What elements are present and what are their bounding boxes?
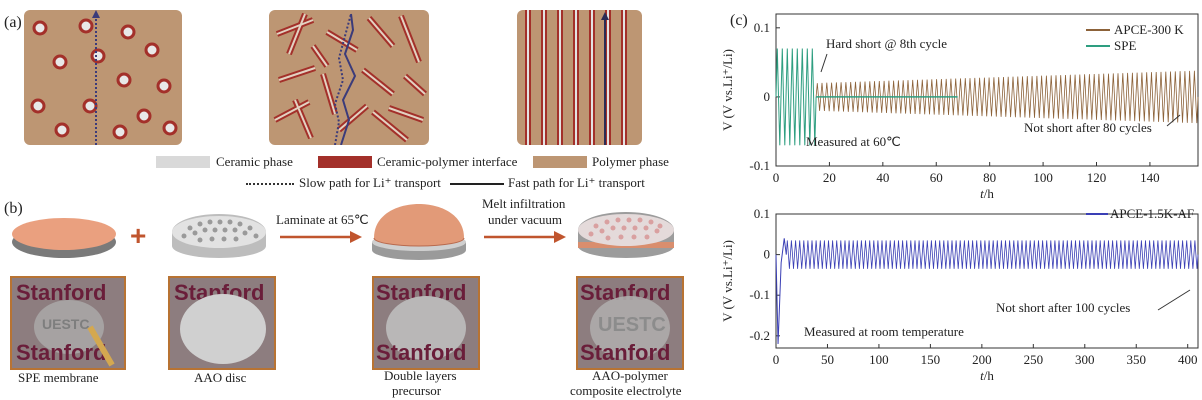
schematic-aligned-channels (517, 10, 642, 145)
legend-slow-path-line (246, 183, 294, 185)
photo-comp-watermark-mid: UESTC (598, 314, 666, 336)
step-melt-label-1: Melt infiltration (482, 196, 566, 211)
legend-slow-path-label: Slow path for Li⁺ transport (299, 175, 441, 190)
caption-spe: SPE membrane (18, 370, 99, 385)
photo-spe-membrane: Stanford UESTC Stanford (10, 276, 126, 370)
step-laminate-label: Laminate at 65℃ (276, 212, 369, 227)
bottom-chart-xtick-label: 350 (1126, 352, 1146, 367)
top-chart-xtick-label: 140 (1140, 170, 1160, 185)
step-melt-label-2: under vacuum (488, 212, 563, 227)
photo-watermark-mid: UESTC (42, 316, 90, 332)
annotation-not-short-80-pointer (1166, 114, 1181, 127)
legend-apce-1-5k-af-label: APCE-1.5K-AF (1110, 206, 1194, 221)
top-chart-xtick-label: 60 (930, 170, 943, 185)
bottom-chart-ylabel: V (V vs.Li⁺/Li) (720, 240, 735, 322)
series-apce-1-5k-af (785, 240, 1199, 269)
panel-b-label: (b) (4, 200, 23, 217)
legend-polymer-label: Polymer phase (592, 154, 669, 169)
legend-ceramic-label: Ceramic phase (216, 154, 293, 169)
bottom-chart-ytick-label: 0 (764, 247, 771, 262)
top-chart-ytick-label: 0 (764, 89, 771, 104)
plus-sign: + (130, 220, 147, 251)
top-chart-xtick-label: 120 (1087, 170, 1107, 185)
bottom-chart-ytick-label: 0.1 (754, 206, 770, 221)
top-chart-xtick-label: 0 (773, 170, 780, 185)
bottom-chart-xtick-label: 250 (1024, 352, 1044, 367)
schematic-ceramic-nanowires (269, 10, 429, 145)
legend-fast-path-line (450, 183, 504, 185)
caption-composite-1: AAO-polymer (592, 368, 668, 383)
caption-composite-2: composite electrolyte (570, 383, 682, 398)
annotation-hard-short: Hard short @ 8th cycle (826, 36, 947, 51)
legend-interface-swatch (318, 156, 372, 168)
bottom-chart-xtick-label: 0 (773, 352, 780, 367)
photo-double-layer: Stanford Stanford (372, 276, 480, 370)
annotation-not-short-100-pointer (1157, 289, 1191, 311)
schematic-ceramic-particles (24, 10, 182, 145)
top-chart-xtick-label: 40 (876, 170, 889, 185)
annotation-not-short-100: Not short after 100 cycles (996, 300, 1130, 315)
annotation-not-short-80: Not short after 80 cycles (1024, 120, 1152, 135)
legend-apce-300k-label: APCE-300 K (1114, 22, 1184, 37)
bottom-chart-xtick-label: 300 (1075, 352, 1095, 367)
bottom-chart-xtick-label: 150 (921, 352, 941, 367)
top-chart-xlabel: t/h (980, 186, 994, 200)
series-spe (775, 48, 817, 146)
top-chart-xtick-label: 80 (983, 170, 996, 185)
bottom-chart-xtick-label: 50 (821, 352, 834, 367)
bottom-chart-frame (775, 213, 1199, 349)
caption-aao: AAO disc (194, 370, 247, 385)
photo-comp-watermark-bottom: Stanford (580, 340, 671, 365)
top-chart-xtick-label: 20 (823, 170, 836, 185)
bottom-chart-xtick-label: 200 (972, 352, 992, 367)
legend-interface-label: Ceramic-polymer interface (377, 154, 518, 169)
top-chart-ytick-label: -0.1 (749, 158, 770, 173)
annotation-measured-60c: Measured at 60℃ (806, 134, 901, 149)
caption-double-1: Double layers (384, 368, 457, 383)
bottom-chart-xtick-label: 400 (1178, 352, 1198, 367)
arrow-melt (484, 231, 566, 243)
legend-polymer-swatch (533, 156, 587, 168)
bottom-chart-xlabel: t/h (980, 368, 994, 383)
bottom-chart-xtick-label: 100 (869, 352, 889, 367)
legend-spe-label: SPE (1114, 38, 1136, 53)
photo-aao-disc: Stanford (168, 276, 276, 370)
top-chart-ylabel: V (V vs.Li⁺/Li) (720, 49, 735, 131)
series-apce-300k (815, 70, 1199, 124)
legend-fast-path-label: Fast path for Li⁺ transport (508, 175, 645, 190)
panel-a-label: (a) (4, 14, 22, 31)
photo-double-watermark-bottom: Stanford (376, 340, 467, 365)
series-apce-1-5k-af-initial (775, 238, 787, 344)
top-chart-ytick-label: 0.1 (754, 20, 770, 35)
annotation-measured-room: Measured at room temperature (804, 324, 964, 339)
aao-disc (172, 214, 266, 258)
photo-composite: Stanford UESTC Stanford (576, 276, 684, 370)
bottom-chart-ytick-label: -0.1 (749, 287, 770, 302)
panel-c-label: (c) (730, 12, 748, 29)
photo-watermark-bottom: Stanford (16, 340, 107, 365)
double-layer-precursor (372, 204, 466, 260)
arrow-laminate (280, 231, 362, 243)
chart-voltage-room-temp: 0 50 100 150 200 250 300 350 400 -0.2 -0.1 0 0.1 V (V… (720, 206, 1199, 383)
annotation-hard-short-pointer (820, 53, 828, 73)
top-chart-xtick-label: 100 (1033, 170, 1053, 185)
spe-membrane-disc (12, 218, 116, 258)
bottom-chart-ytick-label: -0.2 (749, 328, 770, 343)
legend-ceramic-swatch (156, 156, 210, 168)
composite-electrolyte-disc (578, 212, 674, 258)
caption-double-2: precursor (392, 383, 442, 398)
